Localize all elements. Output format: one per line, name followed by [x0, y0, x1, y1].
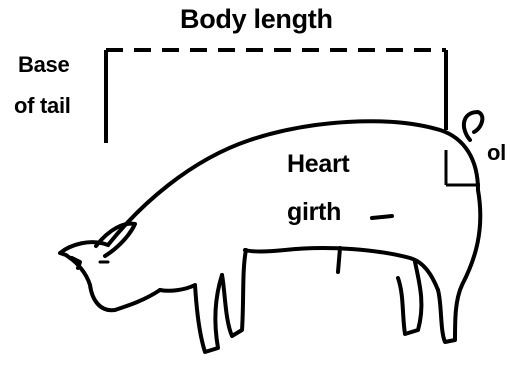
base-of-tail-label-line1: Base: [18, 54, 69, 76]
heart-girth-label-line2: girth: [287, 200, 341, 225]
heart-girth-label-line1: Heart: [287, 152, 349, 177]
poll-label: ol: [487, 142, 506, 164]
body-length-label: Body length: [180, 6, 333, 33]
pig-outline: [60, 112, 482, 352]
base-of-tail-label-line2: of tail: [14, 95, 71, 117]
